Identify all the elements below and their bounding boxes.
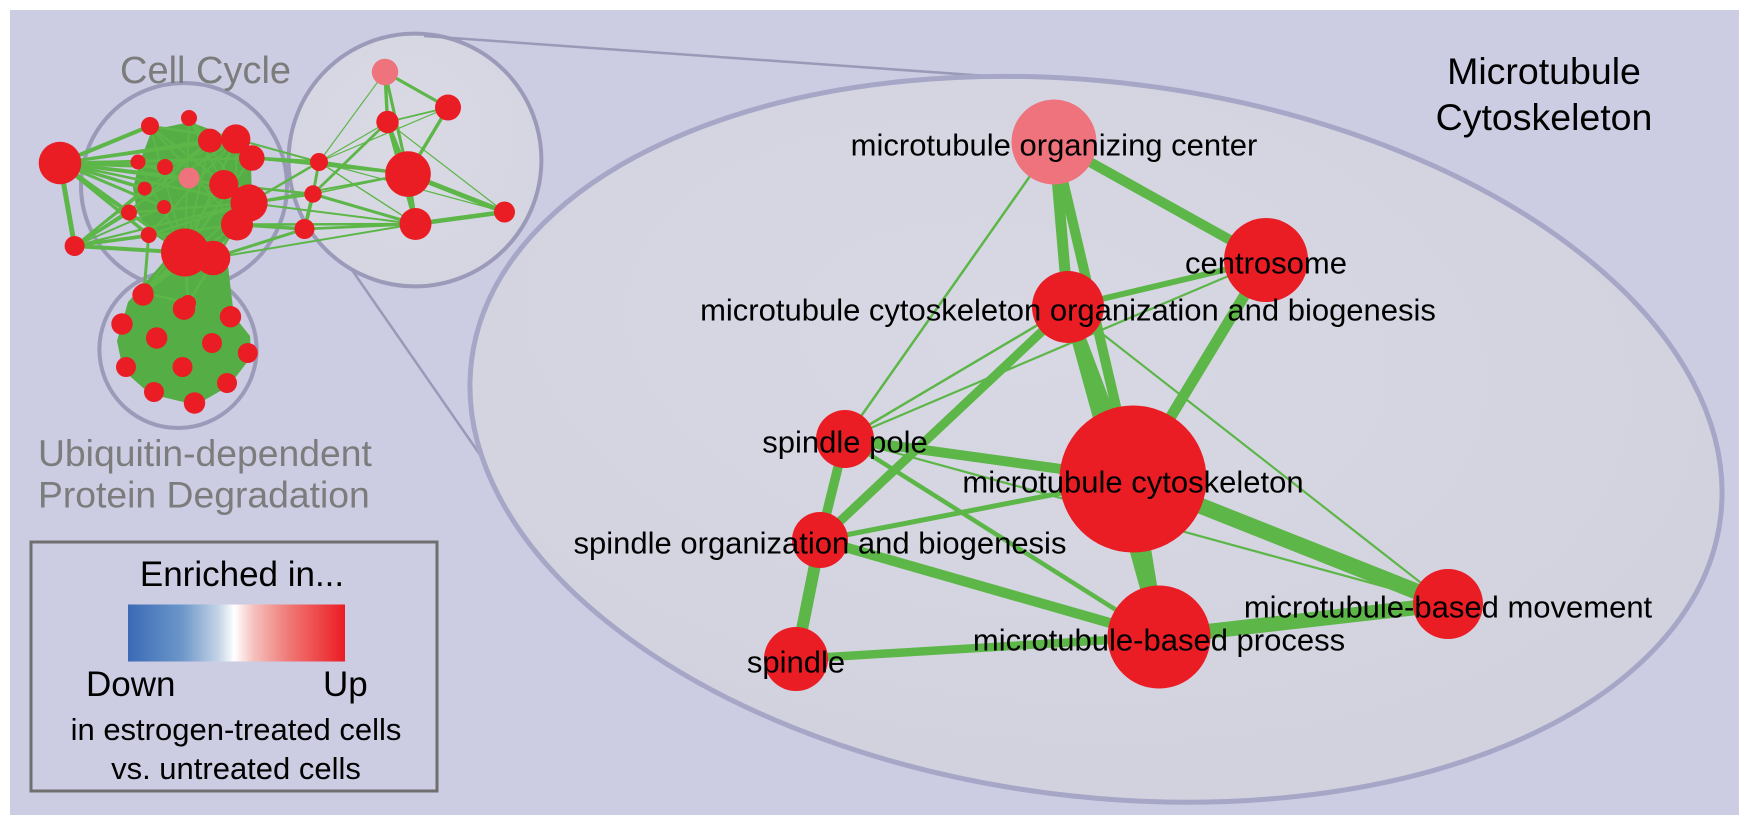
svg-text:microtubule cytoskeleton organ: microtubule cytoskeleton organization an… — [700, 293, 1436, 328]
svg-text:Up: Up — [323, 665, 368, 704]
svg-text:microtubule-based movement: microtubule-based movement — [1244, 590, 1653, 625]
svg-text:in estrogen-treated cells: in estrogen-treated cells — [71, 712, 402, 747]
svg-text:Microtubule: Microtubule — [1447, 50, 1641, 92]
svg-text:microtubule cytoskeleton: microtubule cytoskeleton — [962, 465, 1303, 500]
svg-text:spindle organization and bioge: spindle organization and biogenesis — [574, 526, 1067, 561]
svg-text:vs. untreated cells: vs. untreated cells — [111, 751, 361, 786]
svg-text:spindle pole: spindle pole — [762, 425, 927, 460]
svg-text:Down: Down — [86, 665, 175, 704]
svg-text:microtubule organizing center: microtubule organizing center — [851, 128, 1258, 163]
svg-text:microtubule-based process: microtubule-based process — [973, 623, 1345, 658]
svg-text:Protein Degradation: Protein Degradation — [38, 474, 370, 516]
svg-text:Enriched in...: Enriched in... — [140, 555, 344, 594]
svg-text:centrosome: centrosome — [1185, 246, 1347, 281]
svg-text:spindle: spindle — [747, 645, 845, 680]
svg-text:Ubiquitin-dependent: Ubiquitin-dependent — [38, 432, 372, 474]
svg-text:Cell Cycle: Cell Cycle — [120, 50, 291, 92]
svg-text:Cytoskeleton: Cytoskeleton — [1436, 96, 1653, 138]
